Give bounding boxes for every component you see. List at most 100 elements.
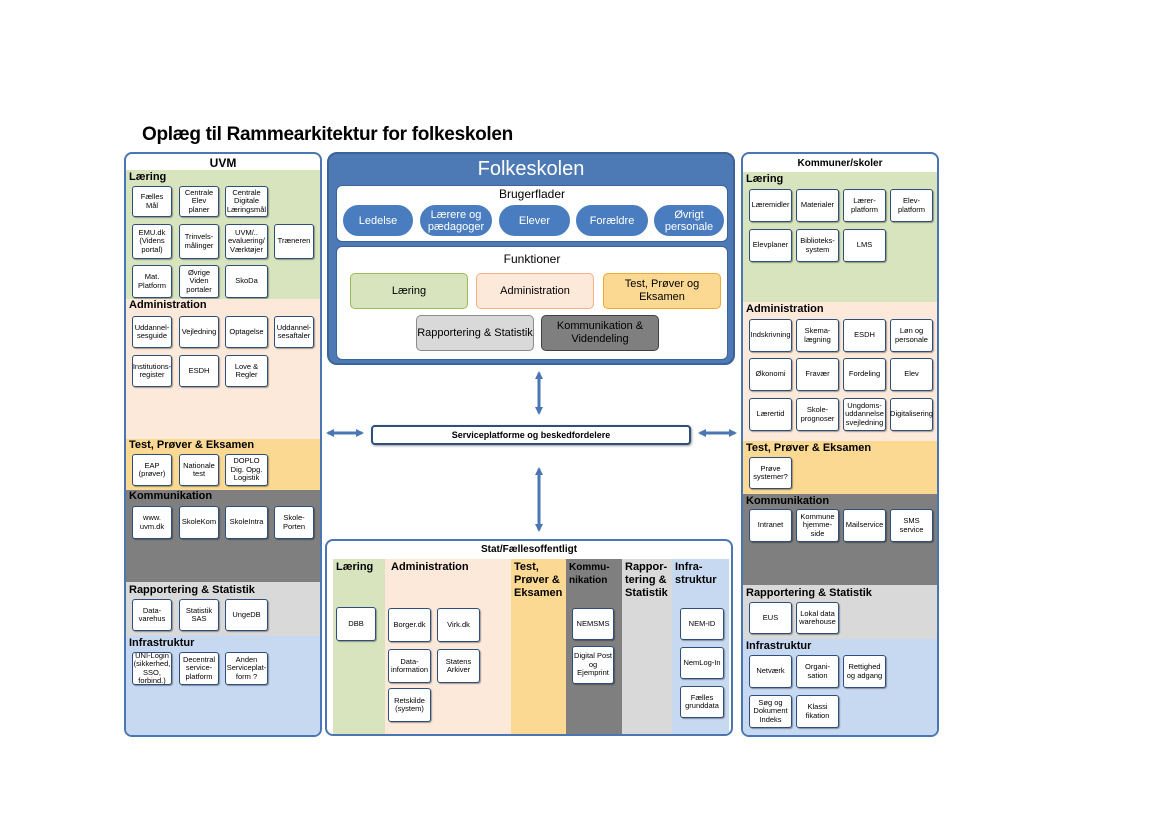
uvm-box-centrale-elev-planer[interactable]: Centrale Elev planer (179, 186, 219, 217)
funktion-rapportering[interactable]: Rapportering & Statistik (416, 315, 534, 351)
kommuner-box-lokal-data-warehouse[interactable]: Lokal data warehouse (796, 602, 839, 634)
kommuner-box-laererplatform[interactable]: Lærer-platform (843, 189, 886, 222)
kommuner-box-esdh[interactable]: ESDH (843, 319, 886, 352)
kommuner-box-kommune-hjemmeside[interactable]: Kommune hjemme-side (796, 509, 839, 542)
brugerflade-laerere[interactable]: Lærere og pædagoger (419, 204, 493, 237)
kommuner-box-digitalisering[interactable]: Digitalisering (890, 398, 933, 431)
uvm-box-emu[interactable]: EMU.dk (Videns portal) (132, 224, 172, 259)
uvm-box-uni-login[interactable]: UNI-Login (sikkerhed, SSO, forbind.) (132, 650, 172, 685)
stat-box-borger-dk[interactable]: Borger.dk (388, 608, 431, 642)
uvm-box-faelles-maal[interactable]: Fælles Mål (132, 186, 172, 217)
stat-kommunikation-col: Kommu-nikation NEMSMS Digital Post og Ej… (566, 559, 622, 734)
uvm-laering-band: Læring Fælles Mål Centrale Elev planer C… (126, 170, 320, 299)
stat-box-retskilde[interactable]: Retskilde (system) (388, 688, 431, 722)
kommuner-box-skoleprognoser[interactable]: Skole-prognoser (796, 398, 839, 431)
uvm-box-www-uvm[interactable]: www. uvm.dk (132, 506, 172, 539)
brugerflade-elever[interactable]: Elever (498, 204, 571, 237)
kommuner-rapportering-band: Rapportering & Statistik EUS Lokal data … (743, 585, 937, 639)
uvm-box-skoda[interactable]: SkoDa (225, 265, 268, 298)
kommuner-test-band: Test, Prøver & Eksamen Prøve systemer? (743, 441, 937, 494)
brugerflader-panel: Brugerflader Ledelse Lærere og pædagoger… (336, 185, 728, 242)
uvm-box-doplo[interactable]: DOPLO Dig. Opg. Logistik (225, 454, 268, 486)
funktion-administration[interactable]: Administration (476, 273, 594, 309)
uvm-box-skoleintra[interactable]: SkoleIntra (225, 506, 268, 539)
stat-box-nemsms[interactable]: NEMSMS (572, 608, 614, 640)
uvm-box-esdh[interactable]: ESDH (179, 355, 219, 387)
brugerflade-ledelse[interactable]: Ledelse (342, 204, 414, 237)
stat-box-nemlog-in[interactable]: NemLog-In (680, 647, 724, 679)
funktion-kommunikation[interactable]: Kommunikation & Videndeling (541, 315, 659, 351)
kommuner-box-materialer[interactable]: Materialer (796, 189, 839, 222)
uvm-box-uddannelsesaftaler[interactable]: Uddannel-sesaftaler (274, 316, 314, 348)
uvm-box-skoleporten[interactable]: Skole-Porten (274, 506, 314, 539)
stat-box-faelles-grunddata[interactable]: Fælles grunddata (680, 686, 724, 718)
brugerflade-oevrigt-personale[interactable]: Øvrigt personale (653, 204, 725, 237)
uvm-box-centrale-digitale-laeringsmaal[interactable]: Centrale Digitale Læringsmål (225, 186, 268, 217)
stat-box-digital-post[interactable]: Digital Post og Ejemprint (572, 646, 614, 684)
uvm-box-nationale-test[interactable]: Nationale test (179, 454, 219, 486)
kommuner-box-intranet[interactable]: Intranet (749, 509, 792, 542)
kommuner-box-sms-service[interactable]: SMS service (890, 509, 933, 542)
kommuner-box-ungdomsuddannelse[interactable]: Ungdoms-uddannelse svejledning (843, 398, 886, 431)
kommuner-infrastruktur-band: Infrastruktur Netværk Organi-sation Rett… (743, 639, 937, 735)
uvm-box-trinvelsmaalinger[interactable]: Trinvels-målinger (179, 224, 219, 259)
uvm-laering-label: Læring (129, 171, 167, 183)
uvm-box-traeneren[interactable]: Træneren (274, 224, 314, 259)
kommuner-box-oekonomi[interactable]: Økonomi (749, 358, 792, 391)
stat-box-datainformation[interactable]: Data-information (388, 649, 431, 683)
serviceplatform-bar[interactable]: Serviceplatforme og beskedfordelere (371, 425, 691, 445)
uvm-box-eap[interactable]: EAP (prøver) (132, 454, 172, 486)
kommuner-administration-label: Administration (746, 303, 824, 315)
uvm-box-skolekom[interactable]: SkoleKom (179, 506, 219, 539)
kommuner-box-fravaer[interactable]: Fravær (796, 358, 839, 391)
kommuner-box-indskrivning[interactable]: Indskrivning (749, 319, 792, 352)
kommuner-box-elevplatform[interactable]: Elev-platform (890, 189, 933, 222)
stat-box-statens-arkiver[interactable]: Statens Arkiver (437, 649, 480, 683)
kommuner-laering-band: Læring Læremidler Materialer Lærer-platf… (743, 172, 937, 302)
kommuner-box-klassifikation[interactable]: Klassi fikation (796, 695, 839, 728)
uvm-box-vejledning[interactable]: Vejledning (179, 316, 219, 348)
uvm-administration-band: Administration Uddannel-sesguide Vejledn… (126, 299, 320, 439)
kommuner-box-laerertid[interactable]: Lærertid (749, 398, 792, 431)
stat-box-nem-id[interactable]: NEM-ID (680, 608, 724, 640)
uvm-box-institutionsregister[interactable]: Institutions-register (132, 355, 172, 387)
funktion-test[interactable]: Test, Prøver og Eksamen (603, 273, 721, 309)
uvm-box-evaluering[interactable]: UVM/.. evaluering/ Værktøjer (225, 224, 268, 259)
stat-box-virk-dk[interactable]: Virk.dk (437, 608, 480, 642)
uvm-box-mat-platform[interactable]: Mat. Platform (132, 265, 172, 298)
uvm-box-oevrige-videnportaler[interactable]: Øvrige Viden portaler (179, 265, 219, 298)
stat-box-dbb[interactable]: DBB (336, 607, 376, 641)
kommuner-box-loen-personale[interactable]: Løn og personale (890, 319, 933, 352)
uvm-box-decentral-serviceplatform[interactable]: Decentral service-platform (179, 652, 219, 685)
kommuner-box-proevesystemer[interactable]: Prøve systemer? (749, 457, 792, 489)
uvm-test-label: Test, Prøver & Eksamen (129, 439, 255, 451)
kommuner-box-fordeling[interactable]: Fordeling (843, 358, 886, 391)
kommuner-box-eus[interactable]: EUS (749, 602, 792, 634)
uvm-box-ungedb[interactable]: UngeDB (225, 599, 268, 631)
uvm-test-band: Test, Prøver & Eksamen EAP (prøver) Nati… (126, 439, 320, 490)
kommuner-box-organisation[interactable]: Organi-sation (796, 655, 839, 688)
uvm-box-statistik-sas[interactable]: Statistik SAS (179, 599, 219, 631)
kommuner-box-netvaerk[interactable]: Netværk (749, 655, 792, 688)
kommuner-box-rettighed-adgang[interactable]: Rettighed og adgang (843, 655, 886, 688)
kommuner-box-skemalaegning[interactable]: Skema-lægning (796, 319, 839, 352)
kommuner-box-laeremidler[interactable]: Læremidler (749, 189, 792, 222)
stat-infrastruktur-label: Infra-struktur (675, 561, 717, 586)
kommuner-box-mailservice[interactable]: Mailservice (843, 509, 886, 542)
kommuner-box-elevplaner[interactable]: Elevplaner (749, 229, 792, 262)
uvm-box-datavarehus[interactable]: Data-varehus (132, 599, 172, 631)
funktioner-panel: Funktioner Læring Administration Test, P… (336, 246, 728, 360)
kommuner-box-soeg-dokument-indeks[interactable]: Søg og Dokument Indeks (749, 695, 792, 728)
brugerflade-foraeldre[interactable]: Forældre (575, 204, 649, 237)
kommuner-box-lms[interactable]: LMS (843, 229, 886, 262)
uvm-box-uddannelsesguide[interactable]: Uddannel-sesguide (132, 316, 172, 348)
uvm-box-optagelse[interactable]: Optagelse (225, 316, 268, 348)
kommuner-kommunikation-label: Kommunikation (746, 495, 830, 507)
funktion-laering[interactable]: Læring (350, 273, 468, 309)
kommuner-box-elev[interactable]: Elev (890, 358, 933, 391)
kommuner-box-bibliotekssystem[interactable]: Biblioteks-system (796, 229, 839, 262)
stat-administration-label: Administration (391, 561, 469, 573)
uvm-box-love-regler[interactable]: Love & Regler (225, 355, 268, 387)
uvm-title: UVM (209, 156, 237, 170)
uvm-box-anden-serviceplatform[interactable]: Anden Serviceplat-form ? (225, 652, 268, 685)
